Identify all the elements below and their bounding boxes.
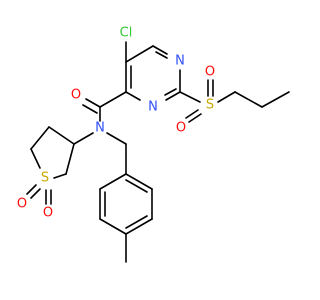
bond-c1-c2-propyl [234,91,263,108]
bond-c2-c3-thiolane [65,143,75,175]
bond-c2-s [179,91,201,103]
sulfonyl-oxygen-bottom-label: O [176,121,186,136]
bond-c5-s-thiolane [30,148,41,169]
bond-c2-n3-double [164,88,177,96]
ring-nitrogen-top-label: N [175,54,185,69]
bond-n-c3-thiolane [73,132,94,145]
bond-c3-c4-thiolane [48,126,75,145]
molecule-svg: Cl N N O N S O O S O O [17,26,290,263]
thiolane-oxygen-bottom-label: O [43,206,53,221]
bond-s-c2-thiolane [53,173,67,179]
bond-s-c1 [217,91,236,103]
bond-ar1-ar2 [99,173,127,190]
bond-s-o-left-b [30,188,41,199]
molecule-structure-diagram: Cl N N O N S O O S O O [17,26,290,263]
ring-nitrogen-bottom-label: N [148,100,158,115]
bond-ar6-ar1-double [125,179,148,193]
bond-ar3-ar4 [99,218,127,235]
bond-c5-c6 [125,45,154,63]
bond-c4-carbonyl [99,91,127,108]
thiolane-oxygen-left-label: O [17,197,27,212]
bond-co-a [85,98,101,108]
bond-c2-c3-propyl [261,91,290,108]
carbonyl-oxygen-label: O [71,88,81,103]
bonds [26,41,290,263]
bond-ar4-ar5-double [125,215,148,229]
thiolane-sulfur-label: S [41,171,49,186]
bond-co-b [82,104,98,114]
bond-n-ch2 [106,132,127,145]
bond-s-o-left-a [26,184,37,195]
bond-n3-c4 [125,91,141,101]
bond-c2-n3 [165,91,181,101]
amide-nitrogen-label: N [95,121,105,136]
bond-c6-n1-double [155,51,168,59]
bond-c6-n1 [152,45,168,55]
bond-s-o-bottom-b [188,113,202,123]
bond-c4-c5-thiolane [30,126,50,150]
chlorine-label: Cl [120,26,133,41]
bond-ar4-ar5 [125,218,153,235]
sulfonyl-sulfur-label: S [206,98,214,113]
atom-labels: Cl N N O N S O O S O O [17,26,215,221]
sulfonyl-oxygen-top-label: O [205,65,215,80]
bond-ar6-ar1 [125,173,153,190]
bond-s-o-bottom-a [185,109,199,119]
